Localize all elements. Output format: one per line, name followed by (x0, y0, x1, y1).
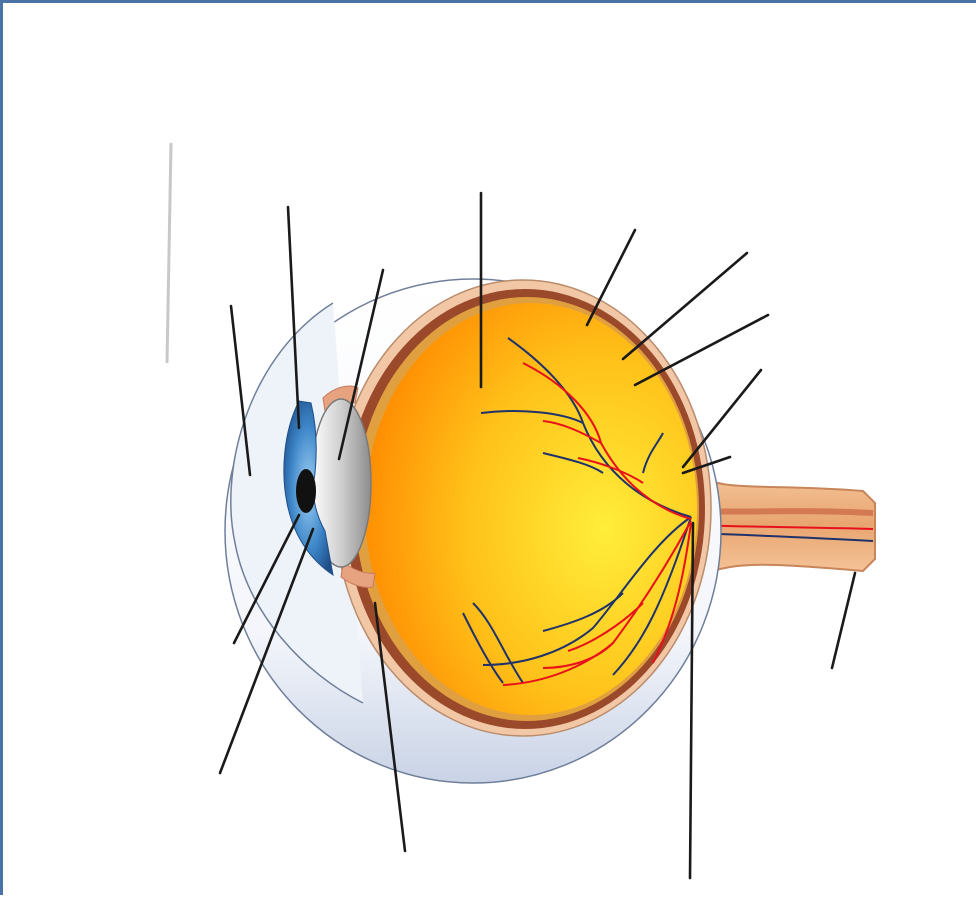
pupil (296, 469, 316, 513)
leader-line-optic-nerve (832, 573, 855, 668)
eye-diagram (3, 3, 976, 898)
vitreous-body (365, 303, 697, 715)
scan-mark (167, 143, 171, 363)
leader-line-choroid (623, 253, 747, 359)
